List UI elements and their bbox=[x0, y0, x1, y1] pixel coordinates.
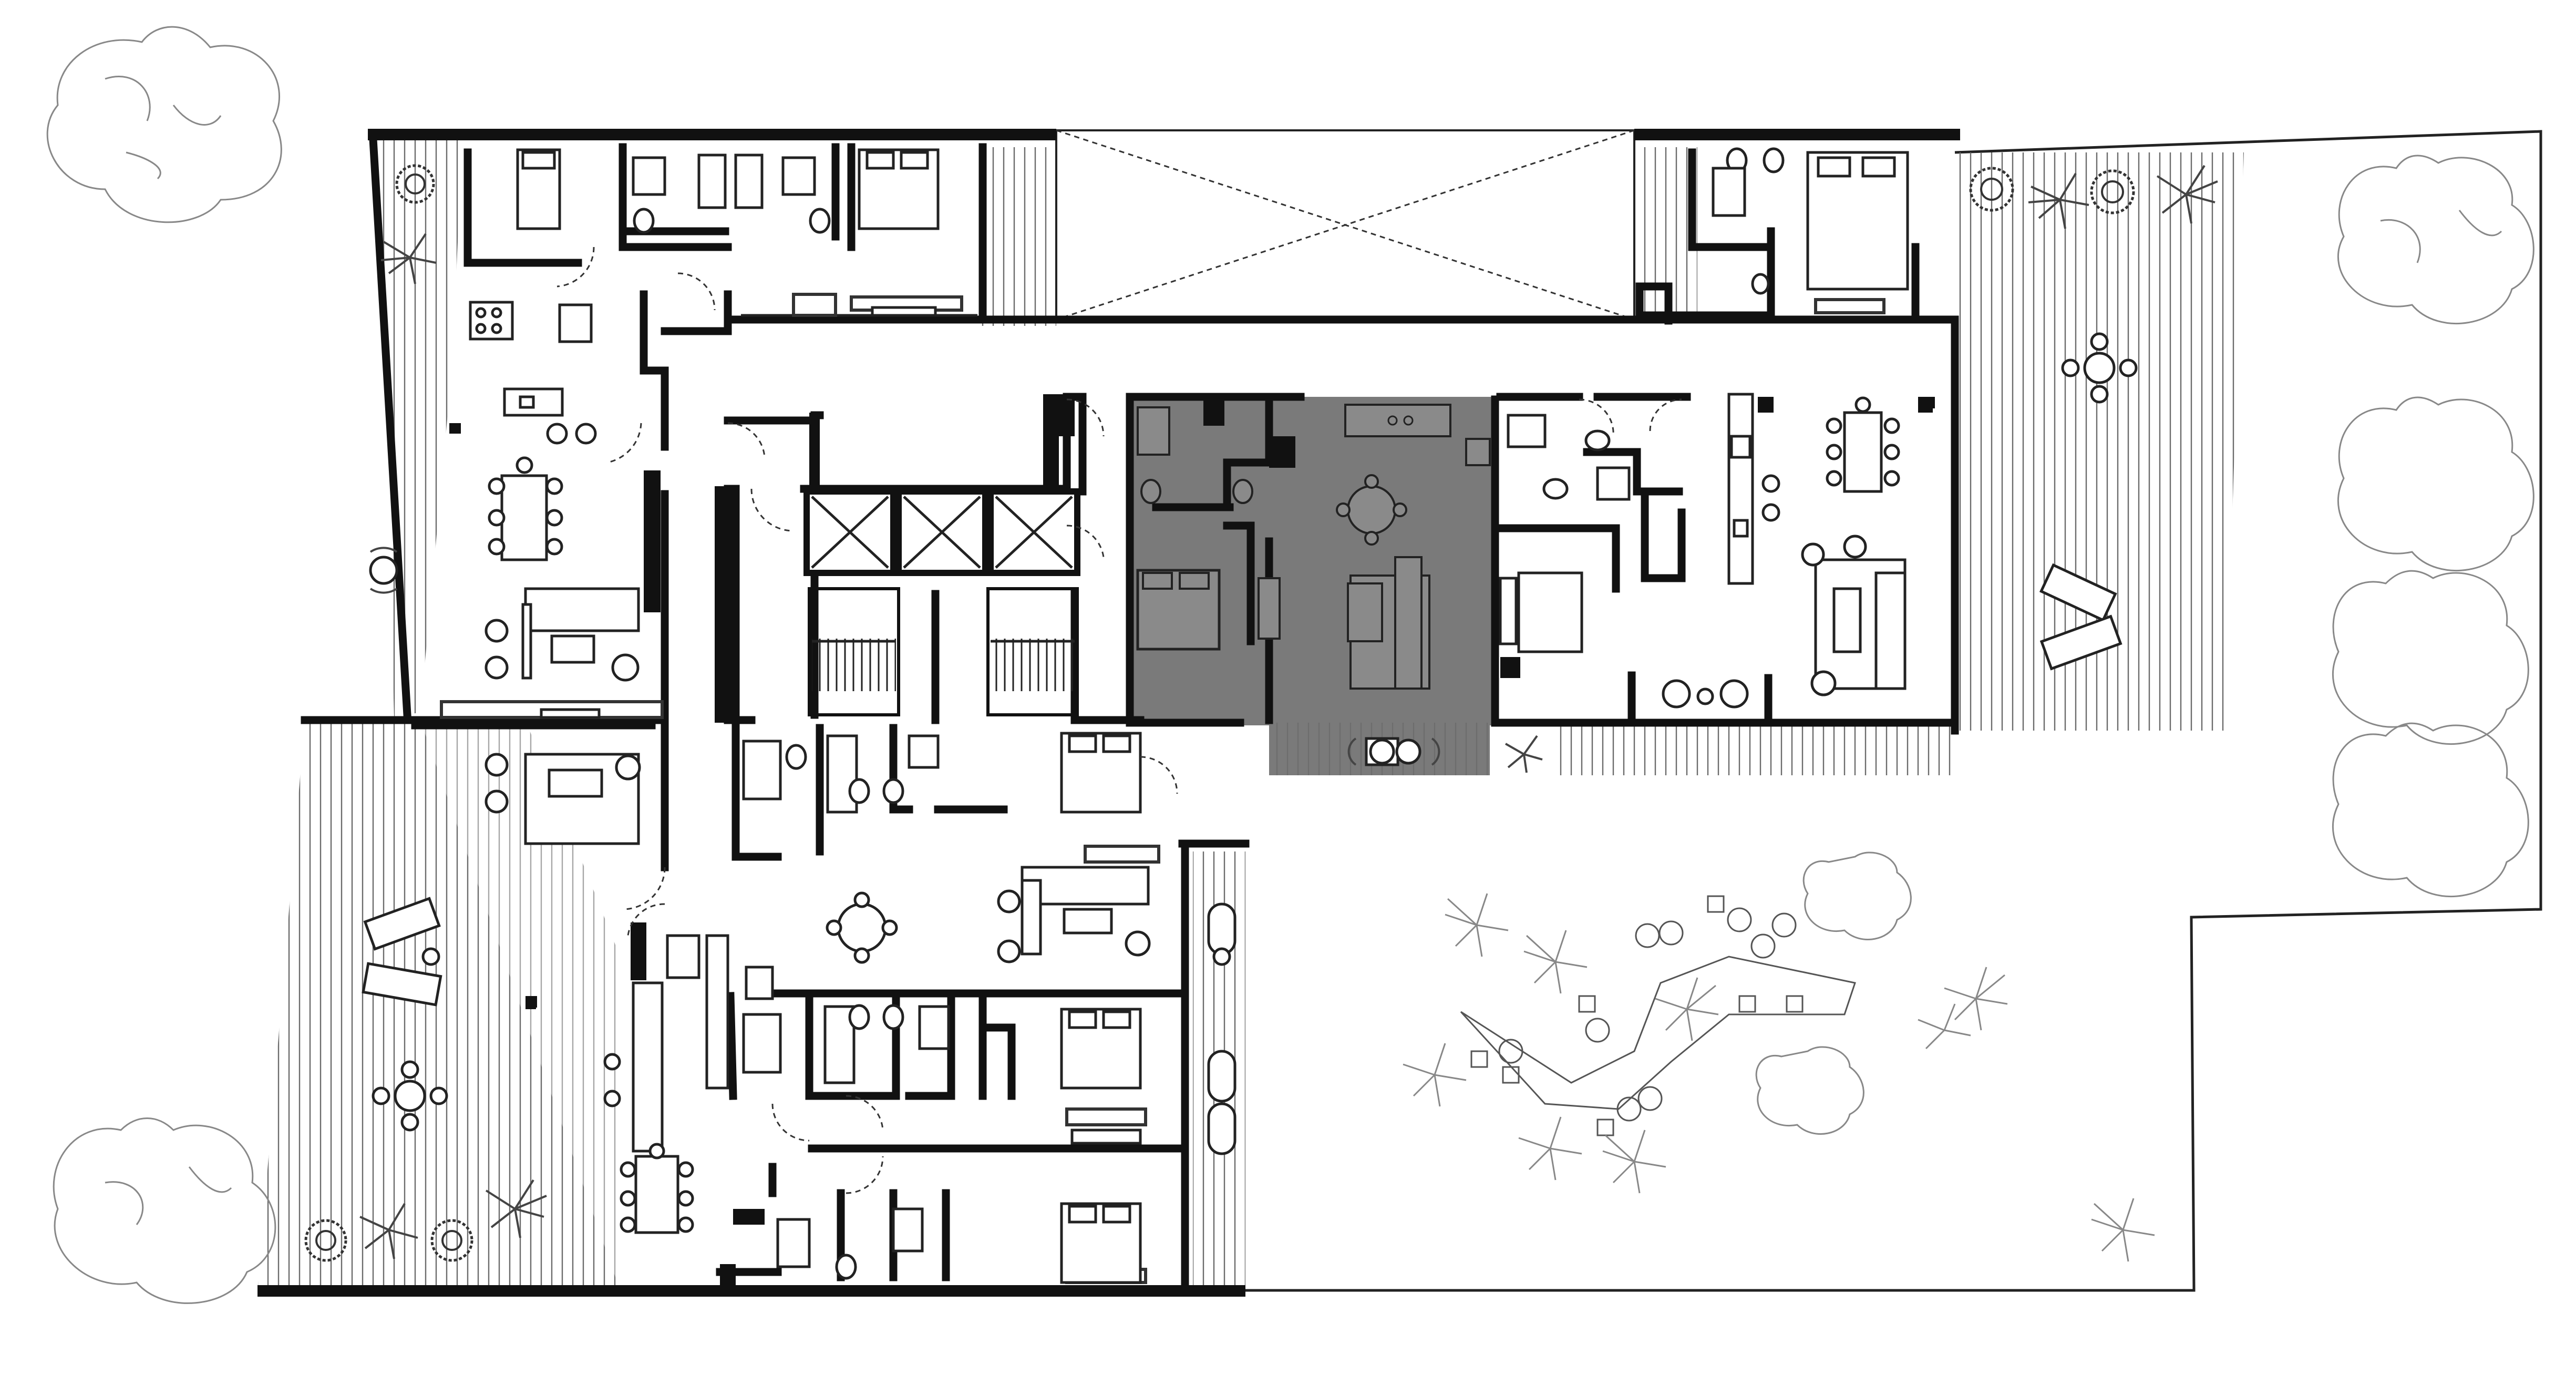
door-swings bbox=[557, 247, 1682, 1194]
south-terrace-strip bbox=[1193, 723, 1955, 1288]
trees bbox=[46, 26, 2534, 1304]
kitchen-cooktop bbox=[469, 301, 593, 343]
bed bbox=[1060, 1202, 1142, 1284]
pool bbox=[1460, 895, 1856, 1136]
palm-garden bbox=[1602, 1130, 1666, 1194]
palm bbox=[2090, 169, 2135, 214]
bathroom-fixtures bbox=[632, 153, 831, 234]
palm-garden bbox=[1944, 967, 2008, 1031]
dining-table bbox=[1826, 396, 1900, 493]
pool-loungers bbox=[1470, 895, 1804, 1136]
round-table-set bbox=[2061, 332, 2138, 404]
interior-walls bbox=[411, 143, 1933, 1296]
elevator-2 bbox=[895, 488, 988, 576]
palm bbox=[430, 1219, 473, 1262]
kitchen-island bbox=[503, 387, 597, 445]
outdoor-furniture bbox=[362, 332, 2138, 1155]
north-deck-west bbox=[977, 147, 1056, 326]
palm-garden bbox=[1918, 1003, 1971, 1050]
tree-northwest bbox=[46, 26, 282, 223]
north-east-terrace bbox=[1955, 152, 2244, 731]
highlighted-apartment bbox=[1130, 397, 1498, 775]
palm bbox=[395, 164, 435, 204]
bathroom-fixtures bbox=[1712, 147, 1785, 295]
tree-east-4 bbox=[2332, 722, 2529, 898]
core bbox=[803, 488, 1080, 716]
living-sofa bbox=[997, 866, 1151, 963]
tree-east-3 bbox=[2332, 570, 2529, 745]
palm bbox=[380, 233, 437, 284]
sun-loungers bbox=[2039, 563, 2122, 671]
kitchen-island bbox=[1727, 393, 1780, 585]
living-sofa bbox=[1801, 535, 1907, 696]
palms bbox=[304, 164, 2218, 1262]
columns bbox=[449, 397, 1935, 1009]
bed bbox=[858, 148, 940, 317]
bathroom-fixtures bbox=[742, 734, 950, 1280]
furniture bbox=[469, 147, 1909, 1284]
west-terrace-lower bbox=[257, 720, 620, 1290]
bed bbox=[1806, 151, 1909, 291]
elevator-1 bbox=[803, 488, 897, 576]
bed bbox=[1499, 571, 1583, 653]
palm bbox=[2028, 172, 2089, 229]
stair-east bbox=[986, 587, 1079, 716]
dining-table bbox=[620, 1143, 694, 1234]
bathroom-fixtures bbox=[1507, 414, 1631, 501]
round-dining-table bbox=[826, 891, 898, 964]
tree-east-2 bbox=[2337, 396, 2534, 572]
palm-garden bbox=[1518, 1116, 1582, 1181]
palm bbox=[2156, 165, 2218, 224]
bed bbox=[1060, 732, 1142, 814]
palm-garden bbox=[1523, 930, 1588, 994]
dining-table bbox=[488, 456, 563, 561]
palm-garden bbox=[1445, 893, 1509, 957]
tree-garden-2 bbox=[1755, 1046, 1864, 1135]
tree-southwest bbox=[53, 1117, 276, 1304]
palm bbox=[485, 1179, 547, 1238]
bed bbox=[1060, 1008, 1142, 1145]
round-table-set bbox=[372, 1060, 448, 1132]
elevator-3 bbox=[987, 488, 1080, 576]
palm bbox=[359, 1203, 418, 1259]
palm-garden bbox=[1403, 1043, 1467, 1107]
outdoor-lounge-chairs bbox=[1207, 902, 1237, 1155]
open-void bbox=[1055, 129, 1635, 321]
palm bbox=[304, 1219, 347, 1262]
lounge-chairs bbox=[1662, 679, 1749, 709]
palm bbox=[1505, 735, 1543, 773]
bed bbox=[516, 148, 561, 230]
sun-loungers bbox=[362, 897, 442, 1007]
palm-garden bbox=[2091, 1198, 2155, 1262]
palm bbox=[1969, 167, 2014, 212]
highlighted-furniture bbox=[1136, 404, 1491, 690]
tree-east-1 bbox=[2337, 155, 2534, 325]
stair-west bbox=[808, 587, 900, 716]
living-sofa bbox=[485, 587, 640, 682]
tree-garden-1 bbox=[1802, 851, 1912, 940]
round-table-set bbox=[369, 547, 398, 594]
exterior-walls bbox=[257, 129, 1960, 1297]
outdoor-seating bbox=[1347, 737, 1440, 766]
palm-garden bbox=[1655, 977, 1719, 1041]
living-sofa bbox=[485, 753, 641, 845]
site-boundary bbox=[1235, 130, 2542, 1292]
tv-console bbox=[540, 708, 601, 719]
